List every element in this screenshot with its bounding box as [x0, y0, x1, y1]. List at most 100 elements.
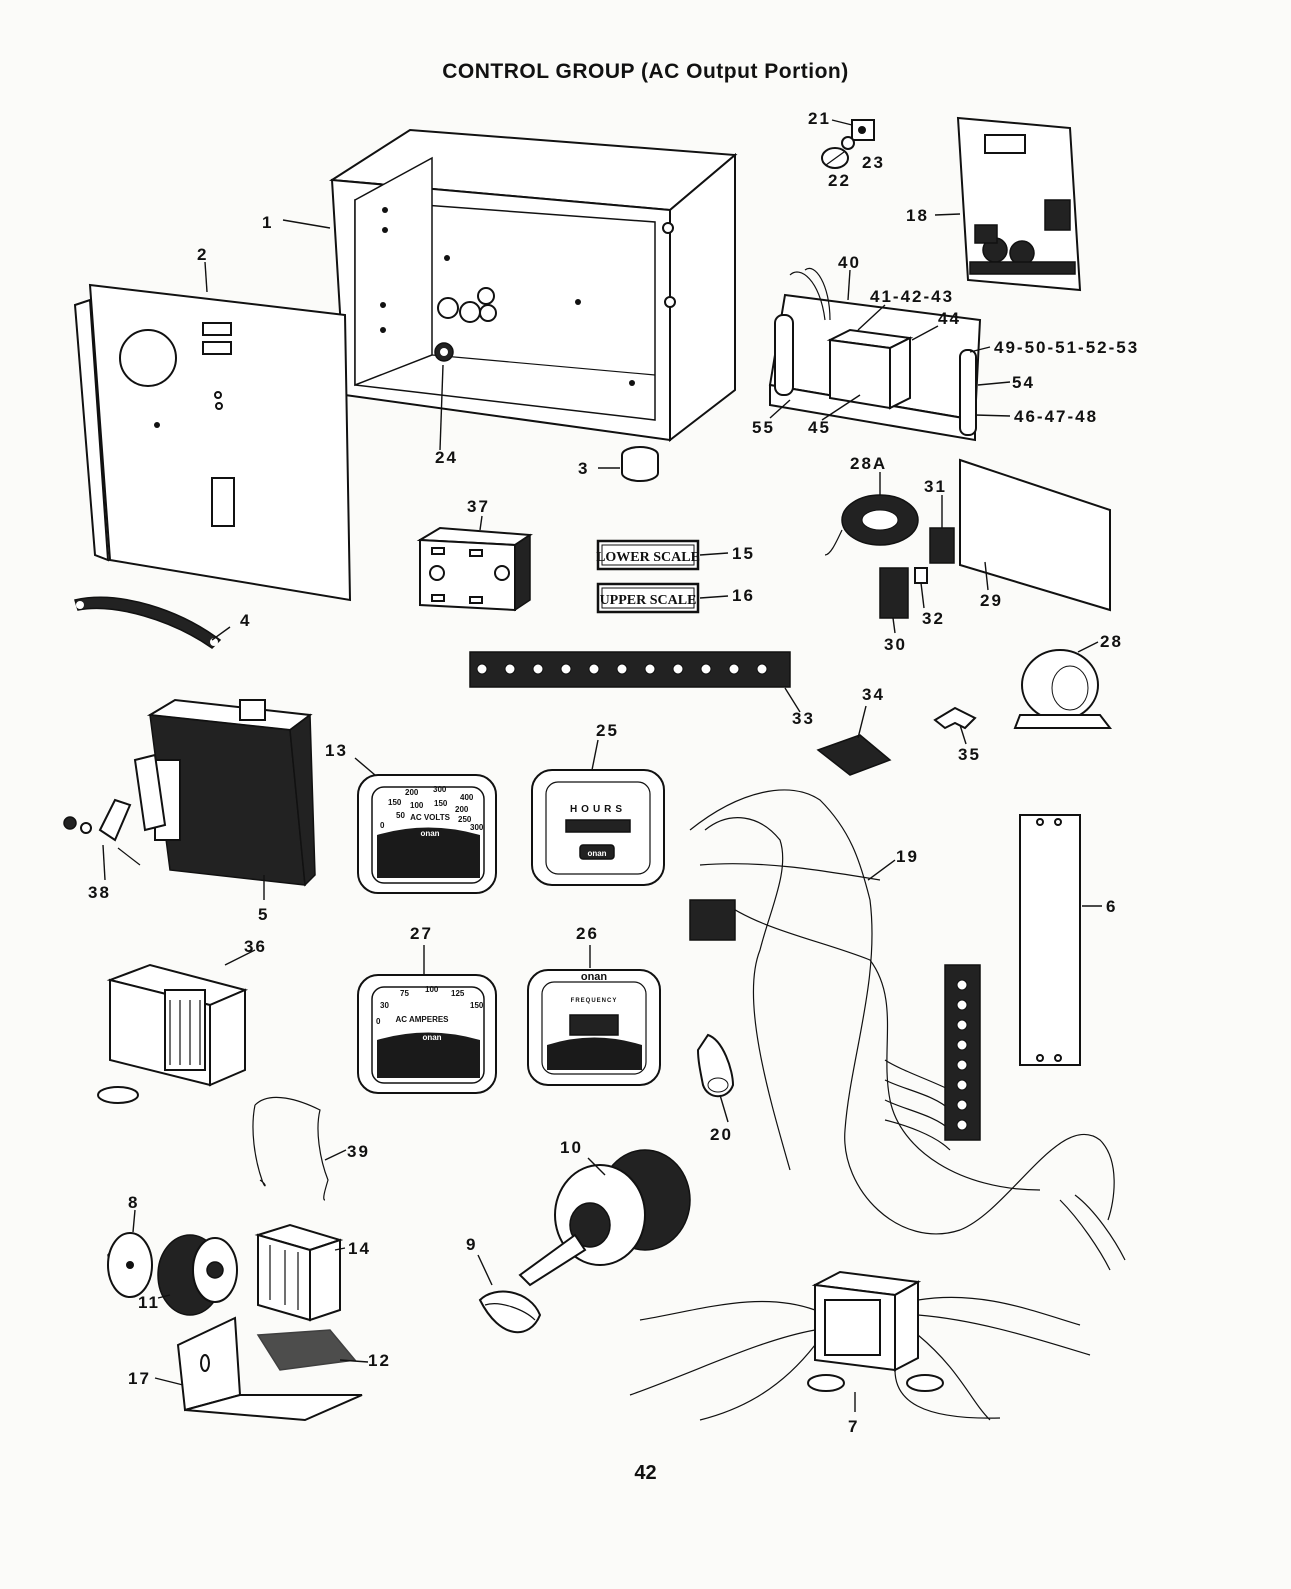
amps-tick-3: 125 [451, 989, 465, 998]
callout-38: 38 [88, 883, 111, 902]
part-21-bracket [851, 119, 875, 141]
part-18-circuit-board [956, 116, 1082, 292]
callout-39: 39 [347, 1142, 370, 1161]
volts-tick-9: 300 [470, 823, 484, 832]
part-14-relay [254, 1223, 344, 1322]
amps-brand: onan [422, 1033, 441, 1042]
callout-36: 36 [244, 937, 267, 956]
volts-tick-1: 200 [405, 788, 419, 797]
part-19-wiring-harness [689, 789, 1126, 1271]
callout-10: 10 [560, 1138, 583, 1157]
upper-scale-text: UPPER SCALE [600, 593, 697, 608]
part-6-terminal-card [1019, 814, 1081, 1066]
callout-55: 55 [752, 418, 775, 437]
part-3-foot [621, 446, 659, 482]
callout-17: 17 [128, 1369, 151, 1388]
callout-34: 34 [862, 685, 885, 704]
part-31-clamp [929, 527, 955, 564]
page-number: 42 [634, 1462, 657, 1484]
part-27-ac-ammeter: 30 75 100 125 150 0 AC AMPERES onan [357, 974, 497, 1094]
part-12-relay-socket [256, 1329, 357, 1371]
callout-44: 44 [938, 309, 961, 328]
part-37-switch-block [416, 526, 533, 612]
part-17-bracket [176, 1316, 363, 1422]
callout-35: 35 [958, 745, 981, 764]
part-36-transformer [97, 963, 249, 1104]
part-16-upper-scale-label: UPPER SCALE [596, 582, 700, 614]
part-28-current-transformer [1013, 649, 1113, 729]
callout-12: 12 [368, 1351, 391, 1370]
callout-9: 9 [466, 1235, 477, 1254]
callout-11: 11 [138, 1293, 160, 1312]
amps-tick-4: 150 [470, 1001, 484, 1010]
callout-13: 13 [325, 741, 348, 760]
part-1-control-box [328, 128, 738, 443]
volts-tick-2: 300 [433, 785, 447, 794]
callout-7: 7 [848, 1417, 859, 1436]
callout-21: 21 [808, 109, 831, 128]
part-11-rheostat [157, 1234, 238, 1316]
volts-tick-4: 100 [410, 801, 424, 810]
part-29-plate [959, 458, 1111, 612]
part-9-knob [478, 1290, 542, 1334]
callout-28: 28 [1100, 632, 1123, 651]
part-34-bracket [816, 734, 892, 776]
part-2-front-panel [73, 283, 352, 602]
callout-6: 6 [1106, 897, 1117, 916]
callout-25: 25 [596, 721, 619, 740]
callout-49-53: 49-50-51-52-53 [994, 338, 1139, 357]
part-25-hour-meter: HOURS onan [531, 769, 665, 886]
part-13-ac-voltmeter: 150 200 300 400 100 150 200 50 250 300 0… [357, 774, 497, 894]
volts-tick-8: 250 [458, 815, 472, 824]
callout-27: 27 [410, 924, 433, 943]
volts-tick-7: 50 [396, 811, 405, 820]
callout-5: 5 [258, 905, 269, 924]
hours-text: HOURS [570, 804, 626, 815]
part-23-washer [841, 136, 855, 150]
callout-1: 1 [262, 213, 273, 232]
leader-lines [102, 119, 1102, 1412]
callout-20: 20 [710, 1125, 733, 1144]
amps-tick-1: 75 [400, 989, 409, 998]
callout-32: 32 [922, 609, 945, 628]
amps-tick-5: 0 [376, 1017, 381, 1026]
part-4-ground-strap [74, 596, 222, 649]
callout-3: 3 [578, 459, 589, 478]
volts-brand: onan [420, 829, 439, 838]
callout-14: 14 [348, 1239, 371, 1258]
callout-37: 37 [467, 497, 490, 516]
part-terminal-board [944, 964, 981, 1141]
volts-tick-10: 0 [380, 821, 385, 830]
callout-labels: 1 2 3 4 5 6 7 8 9 10 11 12 13 14 15 16 1… [88, 109, 1139, 1436]
part-15-lower-scale-label: LOWER SCALE [596, 539, 700, 571]
part-22-screw [821, 147, 849, 169]
volts-tick-6: 200 [455, 805, 469, 814]
part-5-reactor [133, 698, 316, 887]
part-7-output-transformer [629, 1270, 1091, 1421]
lower-scale-text: LOWER SCALE [596, 550, 700, 565]
callout-18: 18 [906, 206, 929, 225]
callout-31: 31 [924, 477, 947, 496]
ac-amperes-text: AC AMPERES [395, 1015, 449, 1024]
callout-19: 19 [896, 847, 919, 866]
callout-45: 45 [808, 418, 831, 437]
callout-15: 15 [732, 544, 755, 563]
callout-33: 33 [792, 709, 815, 728]
amps-tick-2: 100 [425, 985, 439, 994]
part-10-selector-switch [518, 1149, 691, 1287]
callout-23: 23 [862, 153, 885, 172]
part-28A-toroid [824, 494, 919, 556]
callout-22: 22 [828, 171, 851, 190]
volts-tick-0: 150 [388, 798, 402, 807]
part-39-wire-clip [252, 1096, 329, 1201]
callout-46-47-48: 46-47-48 [1014, 407, 1098, 426]
callout-2: 2 [197, 245, 208, 264]
amps-tick-0: 30 [380, 1001, 389, 1010]
part-38-hardware [63, 798, 141, 866]
callout-29: 29 [980, 591, 1003, 610]
callout-28A: 28A [850, 454, 887, 473]
part-40-assembly-base [768, 267, 982, 442]
callout-40: 40 [838, 253, 861, 272]
callout-8: 8 [128, 1193, 139, 1212]
